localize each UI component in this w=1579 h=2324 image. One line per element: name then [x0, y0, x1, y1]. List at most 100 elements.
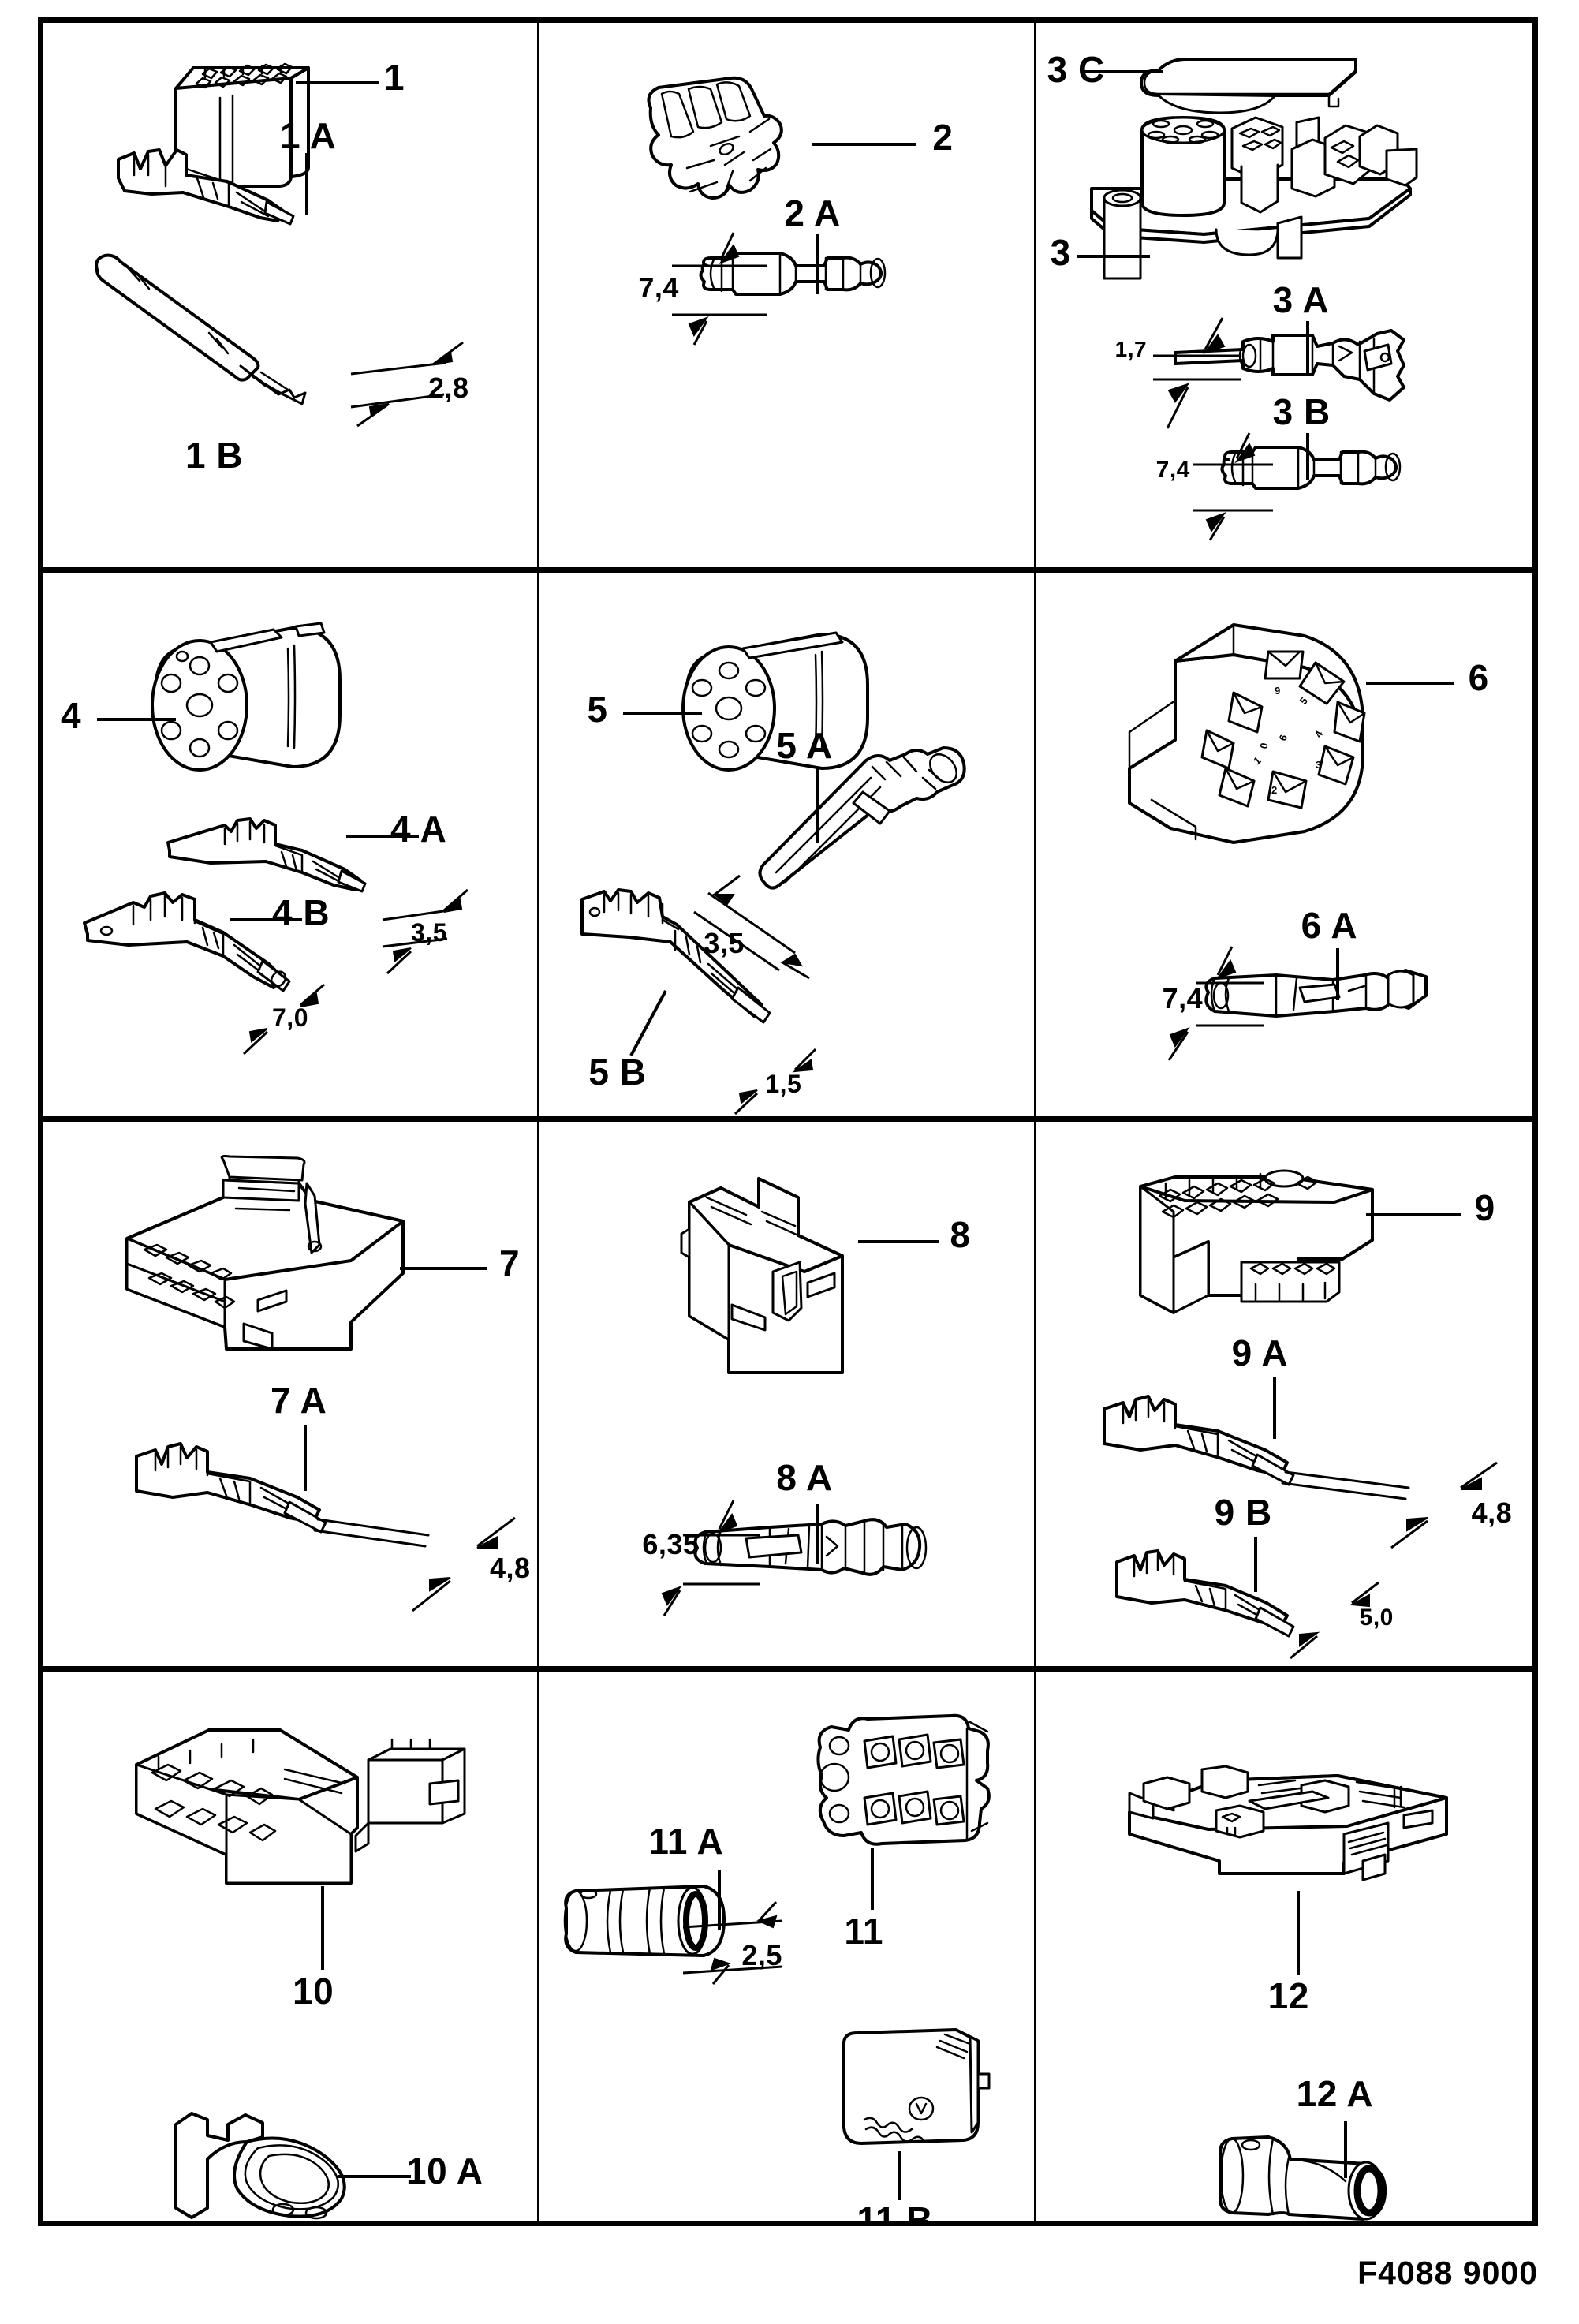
pin-number-3: 3 [1316, 759, 1321, 771]
dimension-label-4-1: 7,0 [272, 1003, 308, 1032]
part-1A-illustration [110, 145, 308, 244]
part-7A-illustration [132, 1437, 463, 1556]
part-3C-illustration [1127, 37, 1387, 124]
part-10-illustration [130, 1711, 493, 1892]
pin-number-6: 6 [1276, 733, 1290, 742]
part-label-12-1: 12 A [1296, 2072, 1374, 2114]
dimension-label-9-1: 5,0 [1359, 1605, 1394, 1631]
part-12A-illustration [1216, 2132, 1398, 2221]
dimension-label-8-0: 6,35 [642, 1528, 700, 1560]
part-label-11-2: 11 B [857, 2199, 933, 2221]
dimension-5-0-arrows [1289, 1581, 1379, 1660]
dimension-label-3-0: 1,7 [1114, 337, 1148, 361]
part-2-illustration [638, 70, 804, 228]
part-label-7-1: 7 A [271, 1380, 327, 1421]
part-12-illustration [1123, 1765, 1454, 1892]
part-label-7-0: 7 [499, 1242, 521, 1283]
part-11-leader-line [871, 1848, 875, 1910]
part-4B-illustration [83, 888, 327, 1007]
dimension-4-8-arrows [412, 1516, 516, 1612]
part-7-illustration [122, 1153, 414, 1351]
part-11B-leader-line [898, 2150, 901, 2200]
part-10-leader-line [321, 1885, 324, 1970]
part-label-3-1: 3 [1050, 232, 1071, 273]
dimension-2-8-arrows [350, 341, 464, 428]
part-label-9-1: 9 A [1231, 1332, 1289, 1373]
part-8-leader-line [858, 1240, 939, 1243]
part-11A-illustration [562, 1883, 735, 1962]
dimension-label-9-0: 4,8 [1471, 1496, 1513, 1529]
part-label-2-0: 2 [932, 117, 954, 158]
diagram-cell-2: 2 2 A 7,4 [539, 23, 1036, 573]
diagram-cell-7: 7 7 A 4,8 [43, 1122, 540, 1672]
dimension-1-7-arrows [1152, 317, 1241, 429]
part-1B-illustration [91, 248, 351, 405]
part-label-1-1: 1 A [280, 115, 337, 156]
part-12A-leader-line [1343, 2120, 1347, 2178]
part-4A-leader-line [346, 834, 419, 838]
part-7A-leader-line [304, 1425, 307, 1491]
part-8A-illustration [683, 1515, 935, 1582]
dimension-6A-arrows [1167, 945, 1264, 1061]
document-footer-code: F4088 9000 [1357, 2255, 1538, 2291]
part-10A-illustration [170, 2111, 367, 2221]
part-4-leader-line [97, 717, 176, 721]
part-5A-illustration [754, 743, 991, 893]
part-5-illustration [666, 628, 894, 778]
part-label-3-3: 3 B [1272, 391, 1331, 432]
diagram-cell-11: 11 11 A 2,5 [539, 1671, 1036, 2221]
dimension-5A-arrows [693, 874, 811, 979]
part-6-leader-line [1365, 681, 1454, 685]
part-2A-leader-line [816, 234, 819, 294]
dimension-1-5-arrows [734, 1048, 817, 1115]
part-5B-illustration [576, 887, 828, 1038]
part-label-5-0: 5 [587, 688, 608, 730]
part-4-illustration [138, 620, 367, 778]
part-label-3-0: 3 C [1047, 49, 1105, 90]
part-1-leader-line [296, 81, 379, 84]
part-3-illustration [1085, 116, 1418, 286]
dimension-label-3-1: 7,4 [1155, 457, 1190, 483]
part-label-8-0: 8 [950, 1214, 971, 1255]
part-10A-leader-line [338, 2174, 411, 2178]
part-4B-leader-line [230, 917, 302, 921]
part-label-8-1: 8 A [776, 1457, 833, 1498]
part-label-1-2: 1 B [185, 435, 244, 476]
dimension-label-5-0: 3,5 [704, 926, 745, 959]
part-label-10-1: 10 A [406, 2150, 483, 2191]
part-9B-leader-line [1253, 1537, 1257, 1592]
diagram-cell-1: 1 1 A 2,8 [43, 23, 540, 573]
part-label-4-1: 4 A [390, 808, 447, 850]
part-11-illustration [812, 1713, 994, 1855]
part-5-leader-line [623, 711, 703, 715]
part-label-2-1: 2 A [784, 192, 841, 234]
part-label-6-0: 6 [1468, 656, 1489, 698]
part-2A-illustration [685, 244, 930, 315]
part-8A-leader-line [816, 1504, 819, 1564]
part-label-6-1: 6 A [1301, 904, 1358, 946]
part-9A-illustration [1099, 1390, 1431, 1508]
part-5A-leader-line [816, 768, 819, 843]
dimension-label-4-0: 3,5 [411, 917, 447, 947]
part-label-5-1: 5 A [776, 724, 833, 766]
dimension-3B-arrows [1192, 432, 1273, 541]
diagram-cell-10: 10 10 A [43, 1671, 540, 2221]
part-12-leader-line [1296, 1890, 1300, 1975]
part-6A-leader-line [1335, 947, 1339, 1000]
part-label-9-0: 9 [1474, 1187, 1495, 1228]
diagram-grid: 1 1 A 2,8 [38, 17, 1538, 2226]
diagram-cell-12: 12 12 A [1036, 1672, 1532, 2221]
diagram-cell-6: 9 5 6 4 3 2 1 0 6 [1036, 573, 1532, 1122]
dimension-label-1-0: 2,8 [428, 372, 469, 404]
part-6-illustration: 9 5 6 4 3 2 1 0 [1123, 614, 1383, 844]
dimension-label-7-0: 4,8 [490, 1552, 531, 1584]
part-9A-leader-line [1272, 1377, 1276, 1439]
part-3C-leader-line [1083, 70, 1163, 73]
part-4A-illustration [163, 816, 392, 920]
part-3-leader-line [1077, 255, 1150, 258]
part-9B-illustration [1112, 1548, 1364, 1638]
part-label-1-0: 1 [384, 57, 405, 98]
pin-number-2: 2 [1271, 784, 1277, 796]
dimension-3-5-arrows [382, 888, 468, 974]
part-label-10-0: 10 [293, 1970, 334, 2012]
